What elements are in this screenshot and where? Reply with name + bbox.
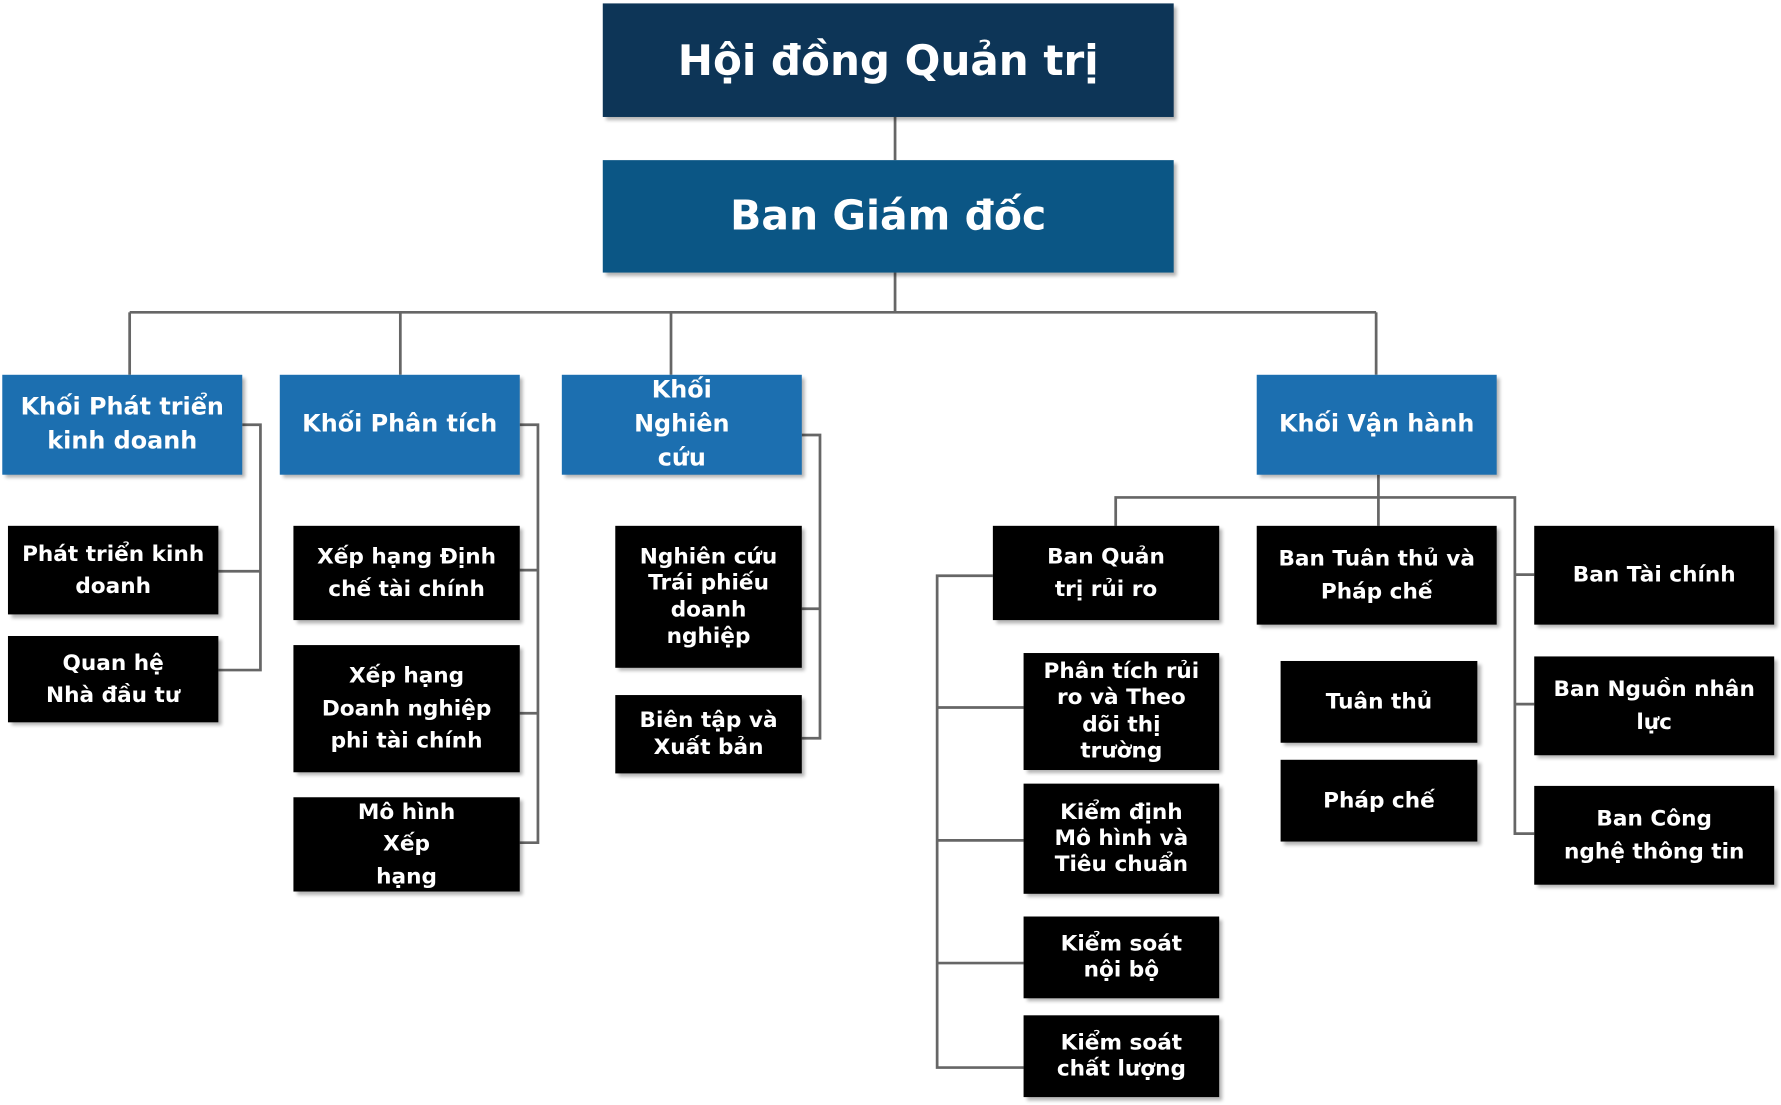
division-label: Khối Phát triển kinh doanh (20, 393, 224, 455)
dept-risk-management: Ban Quản trị rủi ro (992, 525, 1220, 621)
unit-label: Quan hệ Nhà đầu tư (46, 650, 181, 708)
unit-label: Xếp hạng Định chế tài chính (317, 544, 497, 602)
unit-label: Biên tập và Xuất bản (639, 707, 778, 760)
unit-corporate-rating: Xếp hạng Doanh nghiệp phi tài chính (293, 645, 520, 773)
unit-investor-relations: Quan hệ Nhà đầu tư (7, 635, 219, 723)
unit-editing-publishing: Biên tập và Xuất bản (615, 695, 802, 774)
dept-human-resources: Ban Nguồn nhân lực (1534, 656, 1775, 756)
unit-quality-control: Kiểm soát chất lượng (1023, 1015, 1220, 1098)
unit-compliance: Tuân thủ (1280, 660, 1478, 743)
unit-label: Phân tích rủi ro và Theo dõi thị trường (1043, 658, 1200, 763)
unit-label: Kiểm định Mô hình và Tiêu chuẩn (1054, 799, 1189, 877)
unit-label: Kiểm soát nội bộ (1060, 931, 1183, 983)
unit-label: Xếp hạng Doanh nghiệp phi tài chính (321, 663, 492, 754)
dept-finance: Ban Tài chính (1534, 525, 1775, 625)
division-operations: Khối Vận hành (1256, 374, 1497, 475)
unit-rating-model: Mô hình Xếp hạng (293, 797, 520, 892)
division-label: Khối Phân tích (302, 410, 498, 438)
unit-risk-analysis: Phân tích rủi ro và Theo dõi thị trường (1023, 653, 1220, 771)
dept-label: Ban Quản trị rủi ro (1047, 544, 1165, 602)
dept-label: Ban Tuân thủ và Pháp chế (1278, 546, 1475, 604)
dept-label: Ban Nguồn nhân lực (1553, 676, 1755, 735)
unit-label: Kiểm soát chất lượng (1056, 1029, 1186, 1082)
division-business-development: Khối Phát triển kinh doanh (2, 374, 243, 475)
unit-fi-rating: Xếp hạng Định chế tài chính (293, 525, 520, 621)
unit-label: Mô hình Xếp hạng (357, 799, 456, 889)
division-label: Khối Nghiên cứu (634, 376, 730, 472)
division-research: Khối Nghiên cứu (561, 374, 802, 475)
division-analysis: Khối Phân tích (279, 374, 520, 475)
unit-label: Tuân thủ (1325, 689, 1433, 715)
dept-label: Ban Công nghệ thông tin (1563, 806, 1745, 864)
unit-internal-control: Kiểm soát nội bộ (1023, 916, 1220, 999)
unit-label: Pháp chế (1323, 787, 1435, 813)
unit-label: Phát triển kinh doanh (22, 541, 205, 599)
division-label: Khối Vận hành (1278, 410, 1475, 438)
board-box: Hội đồng Quản trị (602, 3, 1174, 117)
unit-business-development: Phát triển kinh doanh (7, 525, 219, 615)
unit-bond-research: Nghiên cứu Trái phiếu doanh nghiệp (615, 525, 802, 668)
dept-compliance-legal: Ban Tuân thủ và Pháp chế (1256, 525, 1497, 625)
executive-label: Ban Giám đốc (730, 193, 1047, 240)
board-label: Hội đồng Quản trị (677, 35, 1099, 85)
executive-box: Ban Giám đốc (602, 160, 1174, 273)
dept-label: Ban Tài chính (1572, 562, 1736, 588)
unit-legal: Pháp chế (1280, 759, 1478, 842)
unit-model-validation: Kiểm định Mô hình và Tiêu chuẩn (1023, 783, 1220, 894)
dept-information-technology: Ban Công nghệ thông tin (1534, 785, 1775, 885)
unit-label: Nghiên cứu Trái phiếu doanh nghiệp (639, 544, 778, 649)
